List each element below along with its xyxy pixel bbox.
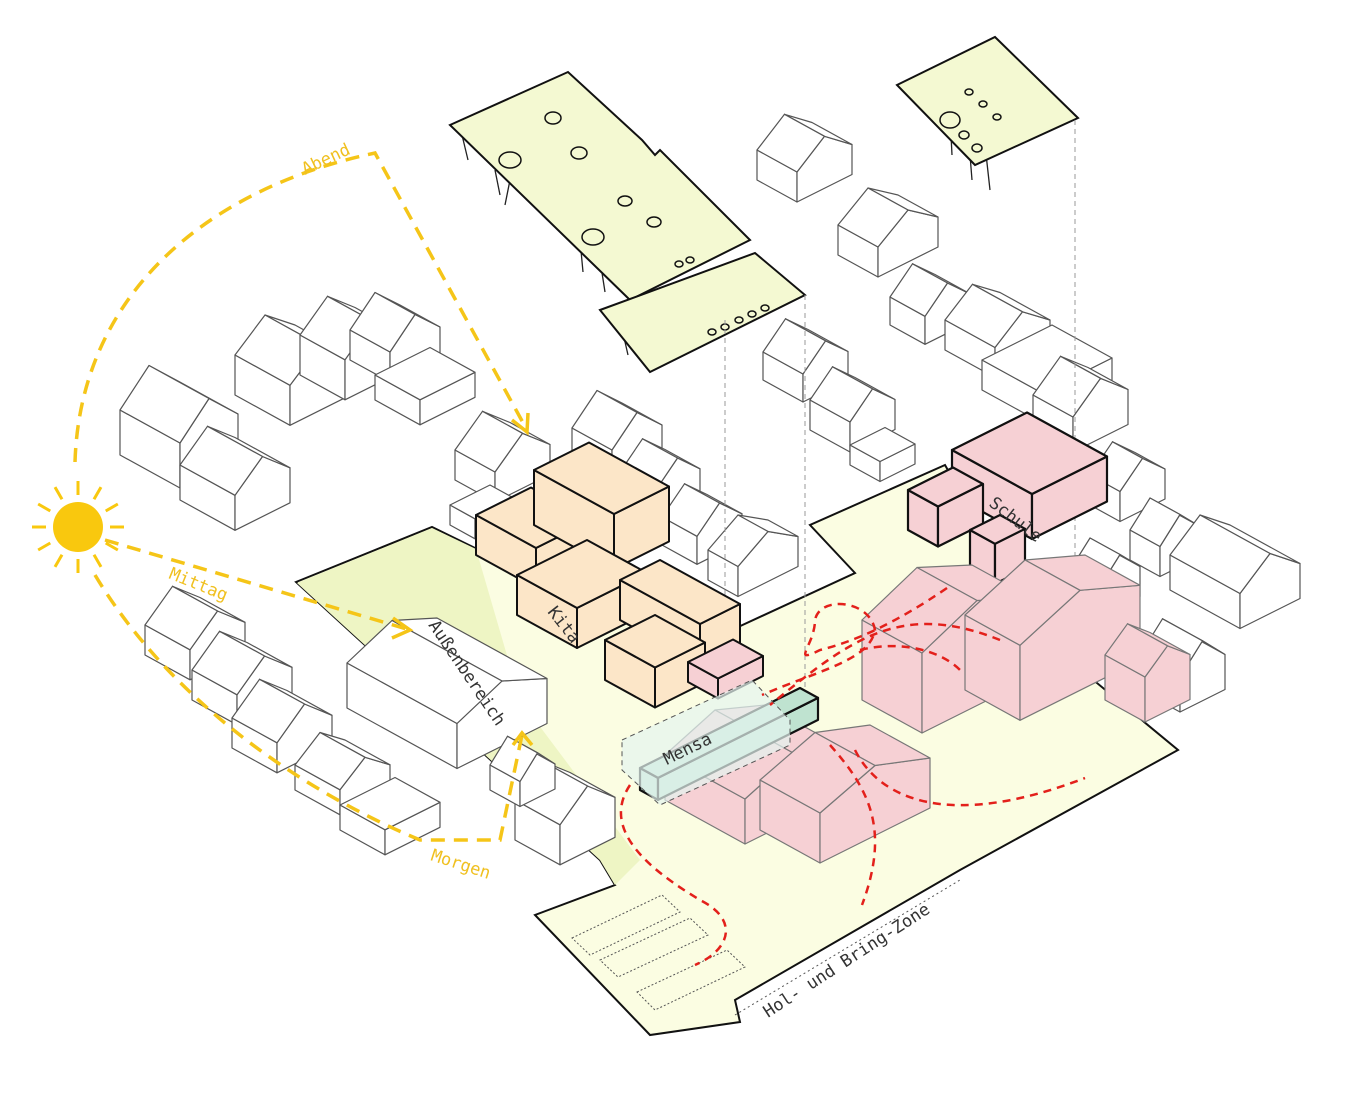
sun-icon bbox=[32, 481, 124, 573]
sun-ray bbox=[53, 486, 64, 501]
neighbour-house bbox=[756, 113, 853, 203]
neighbour-house bbox=[661, 483, 743, 565]
roof-plate-school bbox=[895, 35, 1080, 167]
sun-disc bbox=[53, 502, 103, 552]
sun-ray bbox=[104, 541, 119, 552]
neighbour-house bbox=[762, 318, 849, 403]
sun-ray bbox=[92, 486, 103, 501]
neighbour-house bbox=[374, 346, 476, 426]
roof-plate-kita bbox=[448, 70, 752, 302]
sun-arrowheads bbox=[391, 412, 534, 747]
neighbour-house bbox=[454, 410, 551, 503]
curb-line bbox=[734, 879, 961, 1016]
sun-ray bbox=[37, 502, 52, 513]
roof-plates bbox=[448, 35, 1080, 720]
neighbour-house bbox=[339, 776, 441, 856]
sun-ray bbox=[104, 502, 119, 513]
sun-ray bbox=[92, 553, 103, 568]
sun-ray bbox=[37, 541, 52, 552]
mensa-volume bbox=[621, 679, 791, 806]
school-cube bbox=[906, 466, 985, 548]
neighbour-house bbox=[837, 187, 939, 278]
neighbour-house bbox=[809, 366, 896, 453]
neighbour-house bbox=[349, 291, 441, 383]
label-morgen: Morgen bbox=[428, 846, 493, 884]
neighbour-house bbox=[849, 426, 916, 483]
neighbour-house bbox=[1032, 355, 1129, 453]
parking-spaces bbox=[571, 894, 746, 1011]
label-abend: Abend bbox=[299, 140, 354, 180]
neighbour-house bbox=[179, 425, 291, 531]
gym-building-rear bbox=[759, 724, 931, 864]
existing-school-wing bbox=[1104, 623, 1191, 723]
neighbour-house bbox=[707, 514, 799, 598]
sun-path bbox=[73, 151, 529, 842]
circulation-arrows bbox=[619, 586, 1086, 967]
neighbour-house bbox=[514, 760, 616, 866]
neighbour-house bbox=[346, 617, 548, 770]
sun-ray bbox=[53, 553, 64, 568]
school-building bbox=[950, 411, 1109, 541]
neighbour-house bbox=[1169, 514, 1301, 630]
neighbour-house bbox=[889, 263, 971, 345]
kita-annex-pink bbox=[687, 638, 764, 700]
